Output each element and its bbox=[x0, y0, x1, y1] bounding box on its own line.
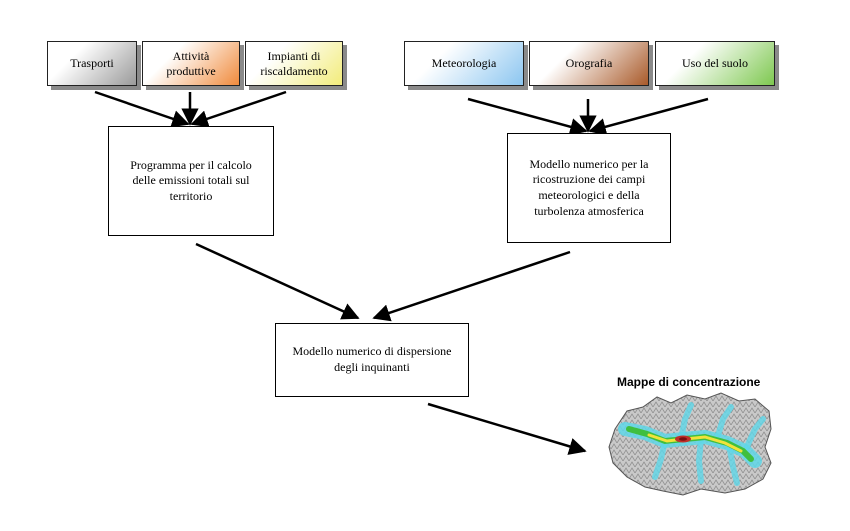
source-attivita-produttive: Attività produttive bbox=[142, 41, 240, 86]
arrow-meteo-dispersione bbox=[372, 250, 571, 322]
source-impianti-riscaldamento-label: Impianti di riscaldamento bbox=[260, 48, 328, 78]
source-impianti-riscaldamento: Impianti di riscaldamento bbox=[245, 41, 343, 86]
cyan-branch-south bbox=[652, 436, 740, 486]
source-orografia-label: Orografia bbox=[565, 56, 613, 70]
emissions-program-box: Programma per il calcolo delle emissioni… bbox=[108, 126, 274, 236]
source-trasporti: Trasporti bbox=[47, 41, 137, 86]
arrow-dispersione-mappe bbox=[427, 402, 587, 455]
dispersion-model-label: Modello numerico di dispersione degli in… bbox=[292, 344, 452, 374]
hotspot-core bbox=[679, 437, 687, 441]
arrow-uso-suolo bbox=[588, 97, 709, 136]
source-meteorologia-label: Meteorologia bbox=[431, 56, 497, 70]
concentration-map bbox=[608, 392, 772, 496]
source-meteorologia: Meteorologia bbox=[404, 41, 524, 86]
concentration-maps-title: Mappe di concentrazione bbox=[617, 375, 761, 389]
arrow-riscaldamento bbox=[190, 90, 287, 128]
source-orografia: Orografia bbox=[529, 41, 649, 86]
source-attivita-produttive-label: Attività produttive bbox=[166, 48, 216, 78]
cyan-branch-north bbox=[678, 402, 766, 454]
yellow-band bbox=[647, 433, 743, 453]
source-trasporti-label: Trasporti bbox=[70, 56, 114, 70]
source-uso-del-suolo: Uso del suolo bbox=[655, 41, 775, 86]
source-uso-del-suolo-label: Uso del suolo bbox=[682, 56, 748, 70]
arrow-trasporti bbox=[94, 90, 190, 128]
arrow-meteorologia bbox=[467, 97, 588, 136]
dispersion-model-box: Modello numerico di dispersione degli in… bbox=[275, 323, 469, 397]
emissions-program-label: Programma per il calcolo delle emissioni… bbox=[130, 157, 252, 203]
arrow-emissioni-dispersione bbox=[195, 242, 360, 320]
meteo-model-box: Modello numerico per la ricostruzione de… bbox=[507, 133, 671, 243]
meteo-model-label: Modello numerico per la ricostruzione de… bbox=[529, 156, 649, 218]
